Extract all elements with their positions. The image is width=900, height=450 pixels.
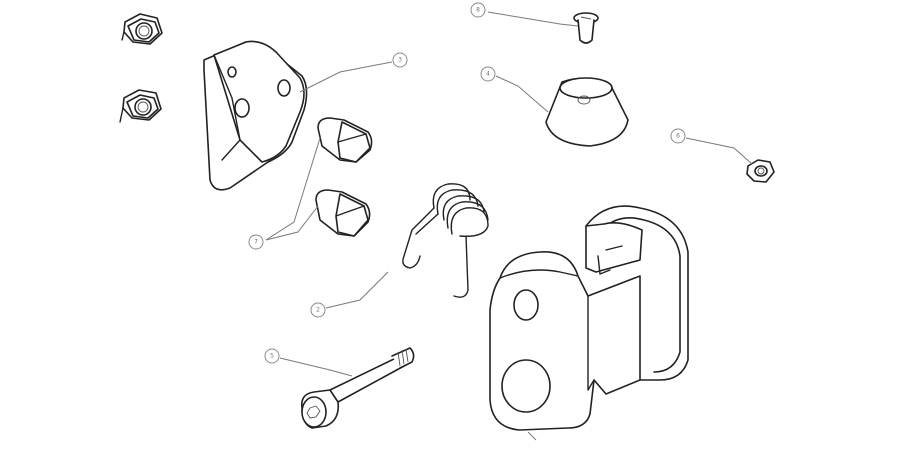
balloon-8-label: 8 <box>476 7 480 14</box>
balloon-2-label: 2 <box>316 307 320 314</box>
hex-bolt-lower <box>315 189 371 237</box>
balloon-5-label: 5 <box>270 353 274 360</box>
hex-nut-upper-left <box>121 13 163 45</box>
shoulder-bolt <box>300 347 415 429</box>
torsion-spring <box>402 183 489 298</box>
balloon-7: 7 <box>248 234 264 250</box>
hex-nut-lower-left <box>119 89 162 123</box>
balloon-8: 8 <box>470 2 486 18</box>
rubber-bumper <box>545 77 629 147</box>
balloon-7-label: 7 <box>254 239 258 246</box>
leader-lines <box>265 11 753 441</box>
balloon-3-label: 3 <box>398 57 402 64</box>
balloon-4: 4 <box>480 66 496 82</box>
balloon-6: 6 <box>670 128 686 144</box>
balloon-4-label: 4 <box>486 71 490 78</box>
hex-nut-right <box>746 159 775 183</box>
latch-body <box>489 205 689 431</box>
mounting-bracket <box>203 40 308 191</box>
balloon-6-label: 6 <box>676 133 680 140</box>
balloon-5: 5 <box>264 348 280 364</box>
balloon-2: 2 <box>310 302 326 318</box>
flat-head-screw <box>573 12 599 44</box>
hex-bolt-upper <box>317 117 373 163</box>
balloon-3: 3 <box>392 52 408 68</box>
